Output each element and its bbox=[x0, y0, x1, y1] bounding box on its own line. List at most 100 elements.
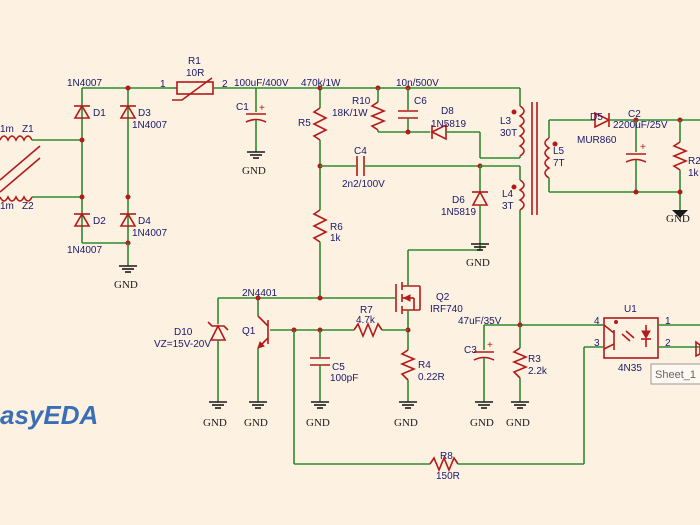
r1-value: 10R bbox=[186, 68, 204, 79]
r6-label: R6 bbox=[330, 222, 343, 233]
d10-value: VZ=15V-20V bbox=[154, 339, 211, 350]
gnd-label-c5: GND bbox=[306, 417, 330, 429]
r1-thermistor bbox=[170, 77, 320, 101]
l5-label: L5 bbox=[553, 146, 565, 157]
d4-value: 1N4007 bbox=[132, 228, 167, 239]
r3-label: R3 bbox=[528, 354, 541, 365]
d8-value: 1N5819 bbox=[431, 119, 466, 130]
d5-value: MUR860 bbox=[577, 135, 617, 146]
d8-label: D8 bbox=[441, 106, 454, 117]
gnd-label-q1: GND bbox=[244, 417, 268, 429]
d6-label: D6 bbox=[452, 195, 465, 206]
sheet-tag[interactable]: Sheet_1 bbox=[650, 363, 700, 385]
d5-label: D5 bbox=[590, 112, 603, 123]
gnd-label-bridge: GND bbox=[114, 279, 138, 291]
r2-label: R2 bbox=[688, 156, 700, 167]
z1-label: Z1 bbox=[22, 124, 34, 135]
z1-value: 1m bbox=[0, 124, 14, 135]
r1-pin1: 1 bbox=[160, 79, 166, 90]
r8-label: R8 bbox=[440, 451, 453, 462]
q2-mosfet bbox=[320, 244, 481, 338]
r5-label: R5 bbox=[298, 118, 311, 129]
aux-supply: + bbox=[473, 322, 596, 402]
u1-value: 4N35 bbox=[618, 363, 642, 374]
status-led bbox=[695, 340, 700, 358]
common-mode-choke bbox=[0, 135, 82, 202]
u1-pin1: 1 bbox=[665, 316, 671, 327]
c4-label: C4 bbox=[354, 146, 367, 157]
d2-label: D2 bbox=[93, 216, 106, 227]
d1-label: D1 bbox=[93, 108, 106, 119]
l4-value: 3T bbox=[502, 201, 514, 212]
d2-value: 1N4007 bbox=[67, 245, 102, 256]
svg-text:+: + bbox=[259, 103, 265, 114]
r1-label: R1 bbox=[188, 56, 201, 67]
r4-value: 0.22R bbox=[418, 372, 445, 383]
u1-pin2: 2 bbox=[665, 338, 671, 349]
r3-value: 2.2k bbox=[528, 366, 548, 377]
c1-label: C1 bbox=[236, 102, 249, 113]
c5-value: 100pF bbox=[330, 373, 358, 384]
d3-label: D3 bbox=[138, 108, 151, 119]
c2-value: 2200uF/25V bbox=[613, 120, 668, 131]
c2-label: C2 bbox=[628, 109, 641, 120]
r1-pin2: 2 bbox=[222, 79, 228, 90]
d6-value: 1N5819 bbox=[441, 207, 476, 218]
u1-label: U1 bbox=[624, 304, 637, 315]
r2-value: 1k bbox=[688, 168, 700, 179]
r5-r6-startup bbox=[312, 85, 483, 298]
svg-text:+: + bbox=[487, 340, 493, 351]
d4-label: D4 bbox=[138, 216, 151, 227]
output-stage: + bbox=[594, 111, 700, 210]
z2-value: 1m bbox=[0, 201, 14, 212]
svg-text:+: + bbox=[640, 142, 646, 153]
r5-value: 470k/1W bbox=[301, 78, 341, 89]
c3-value: 47uF/35V bbox=[458, 316, 502, 327]
r10-value: 18K/1W bbox=[332, 108, 368, 119]
gnd-label-r3: GND bbox=[506, 417, 530, 429]
l5-value: 7T bbox=[553, 158, 565, 169]
c1-capacitor: + bbox=[245, 88, 267, 152]
r7-label: R7 bbox=[360, 305, 373, 316]
gnd-label-r4: GND bbox=[394, 417, 418, 429]
sheet-label: Sheet_1 bbox=[655, 369, 696, 381]
q2-label: Q2 bbox=[436, 292, 450, 303]
c4-value: 2n2/100V bbox=[342, 179, 385, 190]
l3-label: L3 bbox=[500, 116, 512, 127]
r8-value: 150R bbox=[436, 471, 460, 482]
gnd-label-c1: GND bbox=[242, 165, 266, 177]
c1-value: 100uF/400V bbox=[234, 78, 289, 89]
transformer bbox=[480, 88, 680, 325]
current-sense bbox=[207, 295, 585, 473]
easyeda-logo: asyEDA bbox=[0, 400, 98, 430]
r7-value: 4.7k bbox=[356, 315, 376, 326]
u1-optocoupler bbox=[584, 317, 700, 359]
q2-value: IRF740 bbox=[430, 304, 463, 315]
d1-value: 1N4007 bbox=[67, 78, 102, 89]
gnd-label-d6: GND bbox=[466, 257, 490, 269]
d10-label: D10 bbox=[174, 327, 193, 338]
q1-label: Q1 bbox=[242, 326, 256, 337]
d6-diode bbox=[471, 166, 489, 244]
c3-label: C3 bbox=[464, 345, 477, 356]
r6-value: 1k bbox=[330, 233, 342, 244]
snubber bbox=[320, 85, 520, 159]
l3-value: 30T bbox=[500, 128, 517, 139]
u1-pin4: 4 bbox=[594, 316, 600, 327]
l4-label: L4 bbox=[502, 189, 514, 200]
ground-symbols bbox=[119, 151, 688, 409]
gnd-label-d10: GND bbox=[203, 417, 227, 429]
u1-pin3: 3 bbox=[594, 338, 600, 349]
r10-label: R10 bbox=[352, 96, 371, 107]
bridge-rectifier bbox=[73, 85, 170, 266]
gnd-label-out: GND bbox=[666, 213, 690, 225]
d3-value: 1N4007 bbox=[132, 120, 167, 131]
r4-label: R4 bbox=[418, 360, 431, 371]
z2-label: Z2 bbox=[22, 201, 34, 212]
q1-part: 2N4401 bbox=[242, 288, 277, 299]
c6-label: C6 bbox=[414, 96, 427, 107]
c6-value: 10n/500V bbox=[396, 78, 439, 89]
gnd-label-c3: GND bbox=[470, 417, 494, 429]
c5-label: C5 bbox=[332, 362, 345, 373]
